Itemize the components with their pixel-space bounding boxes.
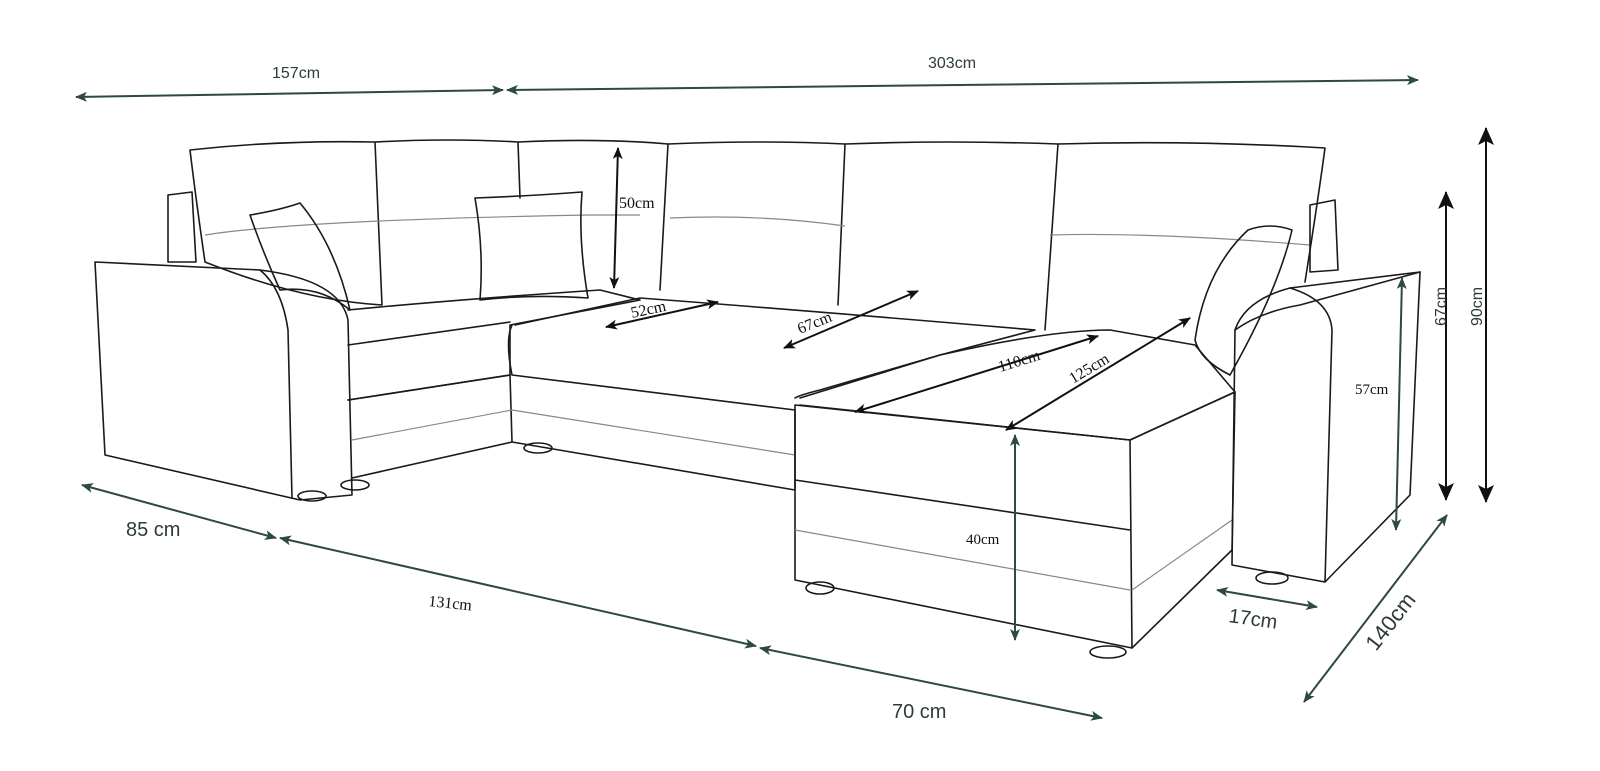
middle-base-seam bbox=[511, 409, 796, 456]
left-seat bbox=[347, 289, 641, 401]
label-131cm: 131cm bbox=[428, 593, 474, 615]
dimension-labels: 157cm 303cm 50cm 52cm 67cm 110cm 125cm 5… bbox=[126, 55, 1486, 723]
back-cushion-3 bbox=[517, 139, 669, 291]
outer-dimensions bbox=[75, 75, 1448, 721]
dim-arrow-17 bbox=[1216, 586, 1318, 611]
middle-seat-front bbox=[507, 324, 796, 491]
back-cushion-5 bbox=[844, 141, 1059, 331]
foot-2 bbox=[340, 479, 370, 491]
right-armrest-top bbox=[1234, 271, 1421, 331]
foot-5 bbox=[1089, 645, 1127, 659]
pillow-left-1 bbox=[249, 202, 351, 311]
dim-arrow-70 bbox=[759, 645, 1103, 721]
rear-armrest-left bbox=[167, 191, 197, 263]
back-cushion-6 bbox=[1057, 141, 1326, 283]
label-17cm: 17cm bbox=[1227, 605, 1278, 634]
dim-arrow-50 bbox=[609, 147, 623, 289]
label-85cm: 85 cm bbox=[126, 519, 180, 541]
label-67cm-seat: 67cm bbox=[795, 308, 835, 337]
chaise-front bbox=[794, 404, 1133, 649]
label-50cm: 50cm bbox=[619, 195, 655, 212]
left-base-seam bbox=[351, 409, 513, 441]
foot-4 bbox=[805, 581, 835, 595]
pillow-left-2 bbox=[474, 191, 589, 301]
label-70cm: 70 cm bbox=[892, 701, 946, 723]
label-157cm: 157cm bbox=[272, 65, 320, 82]
dim-arrow-52 bbox=[605, 299, 719, 330]
dim-arrow-157 bbox=[75, 85, 504, 102]
back-cushion-2 bbox=[374, 139, 521, 199]
label-57cm: 57cm bbox=[1355, 382, 1389, 398]
back-seam-middle bbox=[669, 216, 846, 227]
chaise-seam-upper bbox=[794, 479, 1131, 531]
foot-6 bbox=[1255, 571, 1289, 585]
pillow-right bbox=[1194, 225, 1293, 376]
foot-3 bbox=[523, 442, 553, 454]
middle-seat-top bbox=[514, 297, 1036, 399]
left-armrest-inner bbox=[259, 269, 293, 499]
chaise-seam-lower bbox=[794, 529, 1131, 591]
right-armrest-inner bbox=[1289, 287, 1333, 583]
chaise-side bbox=[1129, 391, 1236, 649]
label-140cm: 140cm bbox=[1360, 588, 1420, 655]
back-cushion-1 bbox=[189, 140, 383, 306]
label-90cm: 90cm bbox=[1469, 287, 1486, 326]
label-67cm-height: 67cm bbox=[1433, 287, 1450, 326]
dim-arrow-140 bbox=[1303, 514, 1448, 703]
dim-arrow-57 bbox=[1391, 277, 1407, 531]
left-armrest bbox=[94, 261, 353, 501]
back-seam-left bbox=[204, 214, 640, 236]
dim-arrow-85 bbox=[81, 483, 277, 540]
label-125cm: 125cm bbox=[1066, 350, 1113, 387]
left-base bbox=[347, 374, 513, 479]
dim-arrow-125 bbox=[1005, 317, 1191, 431]
dim-arrow-303 bbox=[506, 75, 1419, 95]
back-cushion-4 bbox=[667, 141, 846, 306]
chaise-side-seam bbox=[1131, 519, 1233, 591]
label-40cm: 40cm bbox=[966, 532, 1000, 548]
label-303cm: 303cm bbox=[928, 55, 976, 72]
rear-armrest-right bbox=[1309, 199, 1339, 273]
foot-1 bbox=[297, 490, 327, 502]
sofa-outline bbox=[94, 139, 1421, 659]
back-seam-right bbox=[1049, 233, 1311, 246]
left-seat-front bbox=[347, 321, 511, 346]
dim-arrow-67-seat bbox=[783, 290, 919, 349]
dim-arrow-131 bbox=[279, 535, 757, 649]
inner-dimensions bbox=[605, 127, 1494, 503]
label-110cm: 110cm bbox=[996, 347, 1043, 376]
